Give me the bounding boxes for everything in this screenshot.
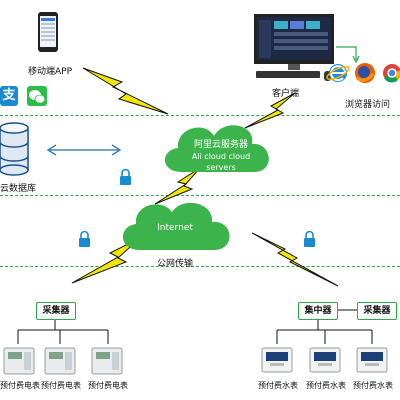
- client-label: 客户端: [272, 89, 300, 99]
- browser-access-label: 浏览器访问: [345, 100, 391, 110]
- cloud-server-label-en: Ali cloud cloud servers: [191, 152, 251, 172]
- firefox-browser-icon: [355, 63, 375, 83]
- collector-left-box: 采集器: [36, 302, 76, 320]
- separator-line-top: [0, 115, 400, 116]
- lock-icon: [304, 230, 315, 247]
- electric-meter-label: 预付费电表: [0, 381, 40, 390]
- desktop-computer-icon: [254, 14, 334, 81]
- separator-line-middle: [0, 195, 400, 196]
- alipay-icon: [0, 86, 18, 106]
- electric-meter-icon: [44, 347, 76, 375]
- cloud-database-label: 云数据库: [0, 184, 37, 194]
- water-meter-label: 预付费水表: [258, 381, 298, 390]
- lightning-bolt-icon: [71, 237, 141, 284]
- cloud-server-icon: [164, 125, 269, 172]
- water-meter-icon: [309, 347, 341, 373]
- mobile-app-label: 移动端APP: [28, 67, 73, 77]
- water-meter-icon: [261, 347, 293, 373]
- electric-meter-icon: [3, 347, 35, 375]
- water-meter-label: 预付费水表: [306, 381, 346, 390]
- public-network-label: 公网传输: [157, 259, 194, 269]
- wiring-lines-right: [276, 309, 373, 344]
- lock-icon: [79, 230, 90, 247]
- electric-meter-icon: [91, 347, 123, 375]
- collector-right-box: 采集器: [357, 302, 397, 320]
- database-icon: [0, 122, 29, 176]
- lock-icon: [120, 168, 131, 185]
- chrome-browser-icon: [383, 64, 400, 83]
- double-arrow-icon: [46, 144, 122, 156]
- lightning-bolt-icon: [154, 167, 201, 205]
- wechat-icon: [27, 86, 47, 106]
- water-meter-label: 预付费水表: [353, 381, 393, 390]
- mobile-phone-icon: [38, 12, 58, 52]
- internet-cloud-icon: [122, 202, 230, 250]
- wiring-lines-left: [17, 318, 109, 344]
- electric-meter-label: 预付费电表: [88, 381, 128, 390]
- cloud-server-label-cn: 阿里云服务器: [193, 140, 248, 150]
- lightning-bolt-icon: [82, 67, 169, 115]
- internet-label: Internet: [157, 223, 193, 233]
- electric-meter-label: 预付费电表: [41, 381, 81, 390]
- concentrator-box: 集中器: [298, 302, 338, 320]
- water-meter-icon: [356, 347, 388, 373]
- lightning-bolt-icon: [244, 92, 296, 129]
- cloud-server-label: 阿里云服务器 Ali cloud cloud servers: [176, 140, 266, 173]
- ie-browser-icon: [326, 64, 350, 82]
- connector-line: [336, 46, 360, 64]
- lightning-bolt-icon: [251, 232, 339, 287]
- separator-line-bottom: [0, 266, 400, 267]
- alipay-label: 支: [2, 88, 16, 103]
